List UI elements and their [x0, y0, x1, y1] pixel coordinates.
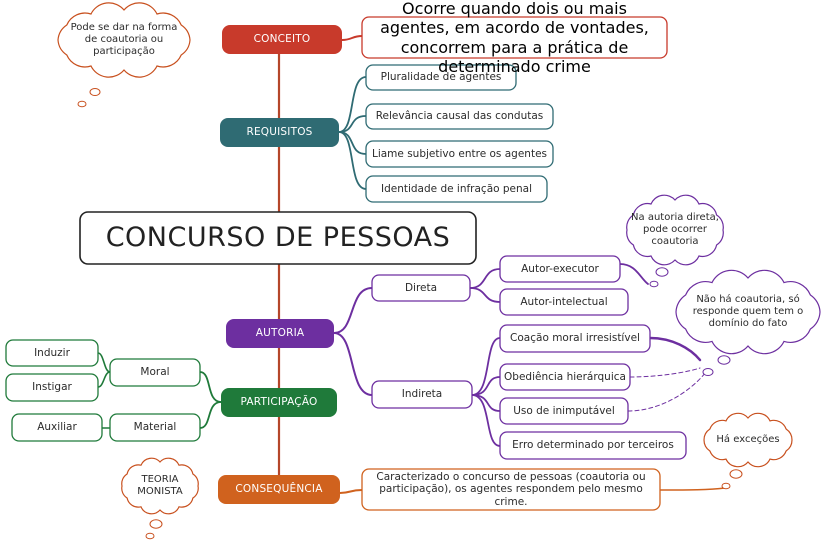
indireta-cloud-text: Não há coautoria, só responde quem tem o…: [692, 294, 804, 329]
conceito-definition-box: [361, 16, 668, 59]
requisito-item-1-text: Relevância causal das condutas: [375, 110, 544, 123]
auxiliar-item-box: [11, 413, 103, 442]
instigar-item-text: Instigar: [32, 381, 72, 394]
teoria-monista-cloud-bubble-1: [145, 532, 155, 540]
excecoes-cloud-bubble-1: [721, 482, 731, 490]
conceito-definition-text: Ocorre quando dois ou mais agentes, em a…: [380, 0, 649, 76]
requisito-connector-0: [338, 76, 367, 133]
autor-intelectual-item-box: [499, 288, 629, 316]
induzir-item-box: [5, 339, 99, 367]
requisitos-node-label: REQUISITOS: [246, 126, 313, 139]
requisito-item-0-box: [365, 64, 517, 91]
indireta-item-0-text: Coação moral irresistível: [510, 332, 640, 345]
consequencia-node-label: CONSEQUÊNCIA: [235, 483, 323, 496]
excecoes-cloud-text: Há exceções: [716, 434, 780, 445]
requisito-item-3-box: [365, 175, 548, 203]
autoria-node-shape: [226, 319, 334, 348]
consequencia-connector: [339, 489, 363, 494]
autor-executor-item-text: Autor-executor: [521, 262, 599, 275]
participacao-moral-node-text: Moral: [140, 366, 170, 379]
requisito-item-3-text: Identidade de infração penal: [380, 182, 533, 195]
participacao-node-shape: [221, 388, 337, 417]
consequencia-definition-box: [361, 468, 661, 511]
excecoes-cloud-connector: [659, 487, 726, 491]
conceito-cloud-bubble-0: [89, 88, 101, 96]
indireta-item-3-box: [499, 431, 687, 460]
indireta-item-2-box: [499, 397, 629, 425]
indireta-item-2-text: Uso de inimputável: [513, 404, 615, 417]
requisito-item-2-box: [365, 140, 554, 168]
requisitos-node-shape: [220, 118, 339, 147]
requisito-connector-3: [338, 131, 367, 190]
autoria-direta-node-box: [371, 274, 471, 302]
conceito-node-shape: [222, 25, 342, 54]
participacao-material-node-text: Material: [133, 421, 177, 434]
indireta-item-3-text: Erro determinado por terceiros: [512, 439, 674, 452]
conceito-cloud-bubble-1: [77, 100, 87, 108]
autor-intelectual-item-text: Autor-intelectual: [520, 295, 608, 308]
autoria-direta-node-text: Direta: [404, 281, 438, 294]
title-box: [79, 211, 477, 265]
direta-cloud-bubble-0: [655, 267, 669, 277]
obediencia-cloud-connector: [629, 367, 701, 378]
excecoes-cloud-shape: [703, 412, 793, 468]
consequencia-node-shape: [218, 475, 340, 504]
indireta-item-connector-1: [471, 376, 501, 396]
autoria-indireta-node-text: Indireta: [401, 388, 443, 401]
direta-item-connector-0: [469, 268, 501, 289]
autor-executor-item-box: [499, 255, 621, 283]
indireta-cloud-shape: [675, 269, 821, 355]
autoria-node-label: AUTORIA: [255, 327, 305, 340]
inimputavel-cloud-connector: [627, 371, 707, 412]
indireta-item-connector-3: [471, 394, 501, 447]
indireta-item-0-box: [499, 324, 651, 353]
teoria-monista-cloud-bubble-0: [149, 519, 163, 529]
instigar-item-box: [5, 373, 99, 402]
auxiliar-item-text: Auxiliar: [37, 421, 77, 434]
excecoes-cloud-bubble-0: [729, 469, 743, 479]
conceito-cloud-text: Pode se dar na forma de coautoria ou par…: [70, 22, 178, 57]
teoria-monista-cloud-shape: [121, 457, 199, 515]
indireta-cloud-bubble-1: [702, 368, 714, 376]
autoria-indireta-node-box: [371, 380, 473, 409]
induzir-item-text: Induzir: [34, 346, 70, 359]
requisito-item-1-box: [365, 103, 554, 130]
autoria-direta-connector: [333, 287, 373, 334]
moral-instigar-connector: [97, 371, 111, 388]
conceito-cloud-shape: [57, 2, 191, 78]
requisito-item-0-text: Pluralidade de agentes: [380, 71, 502, 84]
direta-cloud-bubble-1: [649, 280, 659, 288]
requisito-connector-2: [338, 131, 367, 155]
direta-item-connector-1: [469, 287, 501, 303]
indireta-item-1-text: Obediência hierárquica: [504, 370, 626, 383]
indireta-cloud-bubble-0: [717, 355, 731, 365]
moral-induzir-connector: [97, 352, 111, 373]
direta-cloud-connector: [619, 263, 649, 285]
indireta-item-1-box: [499, 363, 631, 391]
participacao-material-connector: [199, 401, 222, 429]
participacao-node-label: PARTICIPAÇÃO: [240, 396, 318, 409]
coacao-cloud-connector: [648, 336, 702, 362]
participacao-moral-connector: [199, 371, 222, 403]
participacao-material-node-box: [109, 413, 201, 442]
requisito-item-2-text: Liame subjetivo entre os agentes: [371, 147, 547, 160]
conceito-connector: [341, 35, 363, 41]
indireta-item-connector-2: [471, 394, 501, 412]
autoria-indireta-connector: [333, 332, 373, 396]
indireta-item-connector-0: [471, 337, 501, 396]
conceito-node-label: CONCEITO: [253, 33, 311, 46]
consequencia-definition-text: Caracterizado o concurso de pessoas (coa…: [376, 470, 646, 508]
participacao-moral-node-box: [109, 358, 201, 387]
direta-cloud-text: Na autoria direta, pode ocorrer coautori…: [631, 212, 719, 247]
page-title: CONCURSO DE PESSOAS: [105, 221, 451, 253]
teoria-monista-cloud-text: TEORIA MONISTA: [137, 474, 183, 497]
direta-cloud-shape: [626, 194, 724, 266]
